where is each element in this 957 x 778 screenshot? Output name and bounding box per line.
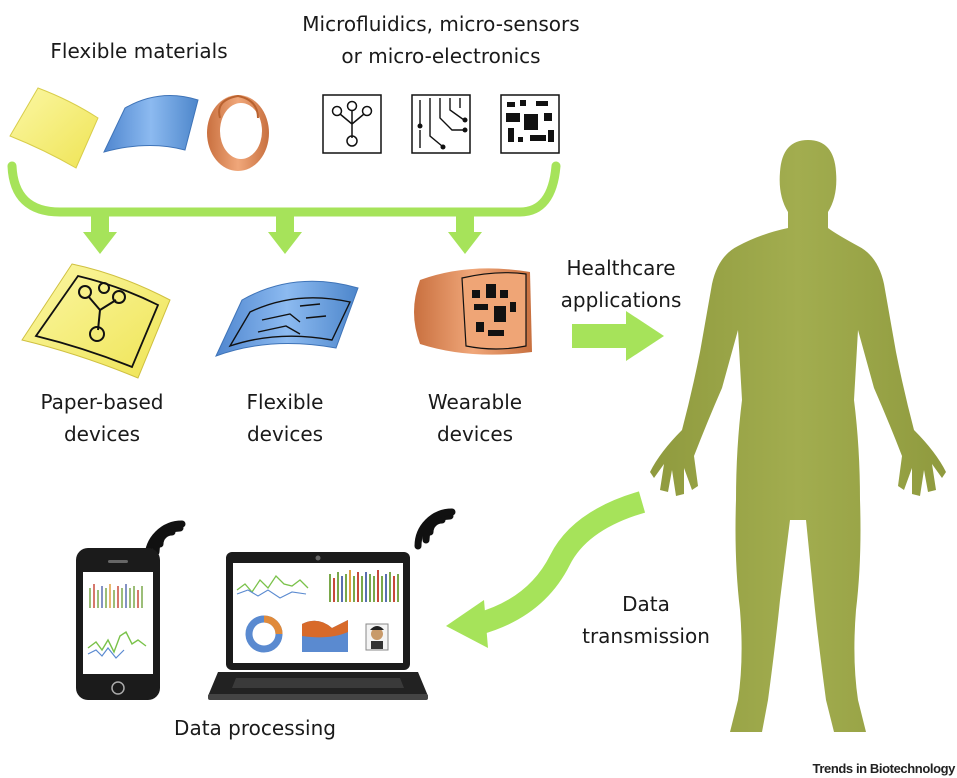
label-flexible-devices: Flexible devices bbox=[246, 390, 324, 446]
data-transmission-arrow bbox=[446, 491, 646, 648]
microfluidic-chip-icon bbox=[322, 94, 382, 154]
human-body-icon bbox=[650, 140, 946, 732]
paper-sheet-icon bbox=[9, 87, 99, 169]
wristband-icon bbox=[207, 94, 269, 171]
microsensor-circuit-icon bbox=[411, 94, 471, 154]
microelectronics-chip-icon bbox=[500, 94, 560, 154]
down-arrow-paper bbox=[83, 212, 117, 254]
wifi-signal-icon bbox=[414, 508, 456, 550]
label-paper-based-devices: Paper-based devices bbox=[40, 390, 164, 446]
paper-based-device-icon bbox=[21, 263, 171, 379]
label-flexible-materials: Flexible materials bbox=[50, 39, 228, 63]
wearable-device-icon bbox=[414, 268, 532, 355]
label-data-transmission: Data transmission bbox=[582, 592, 710, 648]
laptop-icon bbox=[208, 552, 428, 700]
label-healthcare-applications: Healthcare applications bbox=[560, 256, 682, 312]
flexible-film-icon bbox=[103, 95, 199, 153]
label-wearable-devices: Wearable devices bbox=[427, 390, 523, 446]
healthcare-arrow bbox=[572, 311, 664, 361]
smartphone-icon bbox=[76, 548, 160, 700]
label-micro-components: Microfluidics, micro-sensors or micro-el… bbox=[302, 12, 580, 68]
down-arrow-flexible bbox=[268, 212, 302, 254]
down-arrow-wearable bbox=[448, 212, 482, 254]
journal-credit: Trends in Biotechnology bbox=[812, 761, 956, 776]
label-data-processing: Data processing bbox=[174, 716, 336, 740]
combine-arrows bbox=[7, 161, 561, 217]
flexible-device-icon bbox=[215, 280, 359, 357]
